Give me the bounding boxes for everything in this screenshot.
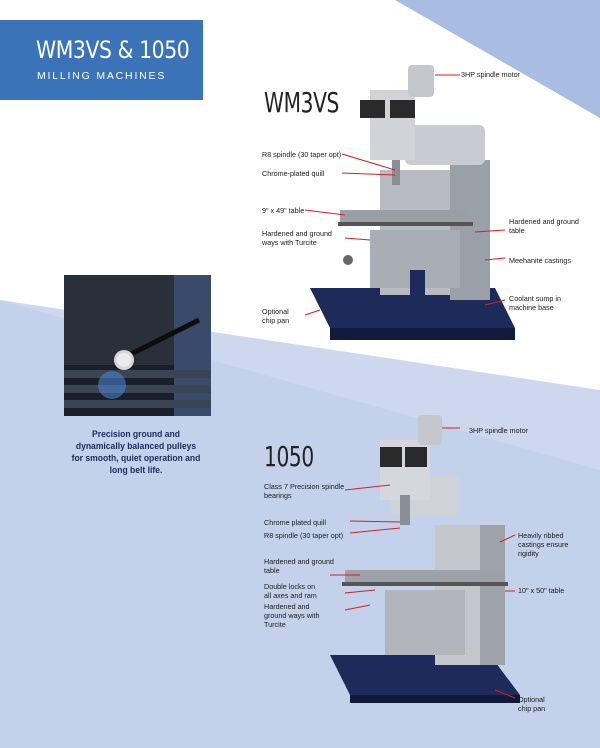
label-heavily-ribbed: Heavily ribbed castings ensure rigidity	[518, 531, 569, 558]
label-r8-spindle-1: R8 spindle (30 taper opt)	[262, 150, 342, 159]
label-ways-turcite-1: Hardened and ground ways with Turcite	[262, 229, 332, 247]
label-3hp-spindle-motor-2: 3HP spindle motor	[469, 426, 528, 435]
label-table-size-1: 9" x 49" table	[262, 206, 305, 215]
page-title: WM3VS & 1050	[36, 36, 190, 64]
machine-1050-image	[330, 415, 520, 703]
label-table-size-2: 10" x 50" table	[518, 586, 565, 595]
label-double-locks: Double locks on all axes and ram	[264, 582, 317, 600]
title-block: WM3VS & 1050 MILLING MACHINES	[0, 20, 203, 100]
label-meehanite-castings: Meehanite castings	[509, 256, 571, 265]
page-subtitle: MILLING MACHINES	[37, 70, 167, 82]
inset-caption: Precision ground and dynamically balance…	[71, 429, 201, 475]
label-class7-bearings: Class 7 Precision spindle bearings	[264, 482, 345, 500]
label-hardened-table-1: Hardened and ground table	[509, 217, 579, 235]
label-coolant-sump: Coolant sump in machine base	[509, 294, 561, 312]
wm3vs-machine-image	[304, 65, 515, 340]
label-chip-pan-1: Optional chip pan	[262, 307, 290, 325]
label-hardened-table-2: Hardened and ground table	[264, 557, 334, 575]
model-title-1050: 1050	[264, 440, 314, 473]
label-chrome-quill-2: Chrome plated quill	[264, 518, 326, 527]
label-chrome-quill-1: Chrome-plated quill	[262, 169, 325, 178]
label-r8-spindle-2: R8 spindle (30 taper opt)	[264, 531, 344, 540]
pulley-inset-photo	[64, 275, 211, 416]
label-3hp-spindle-motor-1: 3HP spindle motor	[461, 70, 520, 79]
label-chip-pan-2: Optional chip pan	[518, 695, 546, 713]
model-title-wm3vs: WM3VS	[264, 86, 339, 119]
label-ways-turcite-2: Hardened and ground ways with Turcite	[264, 602, 320, 629]
